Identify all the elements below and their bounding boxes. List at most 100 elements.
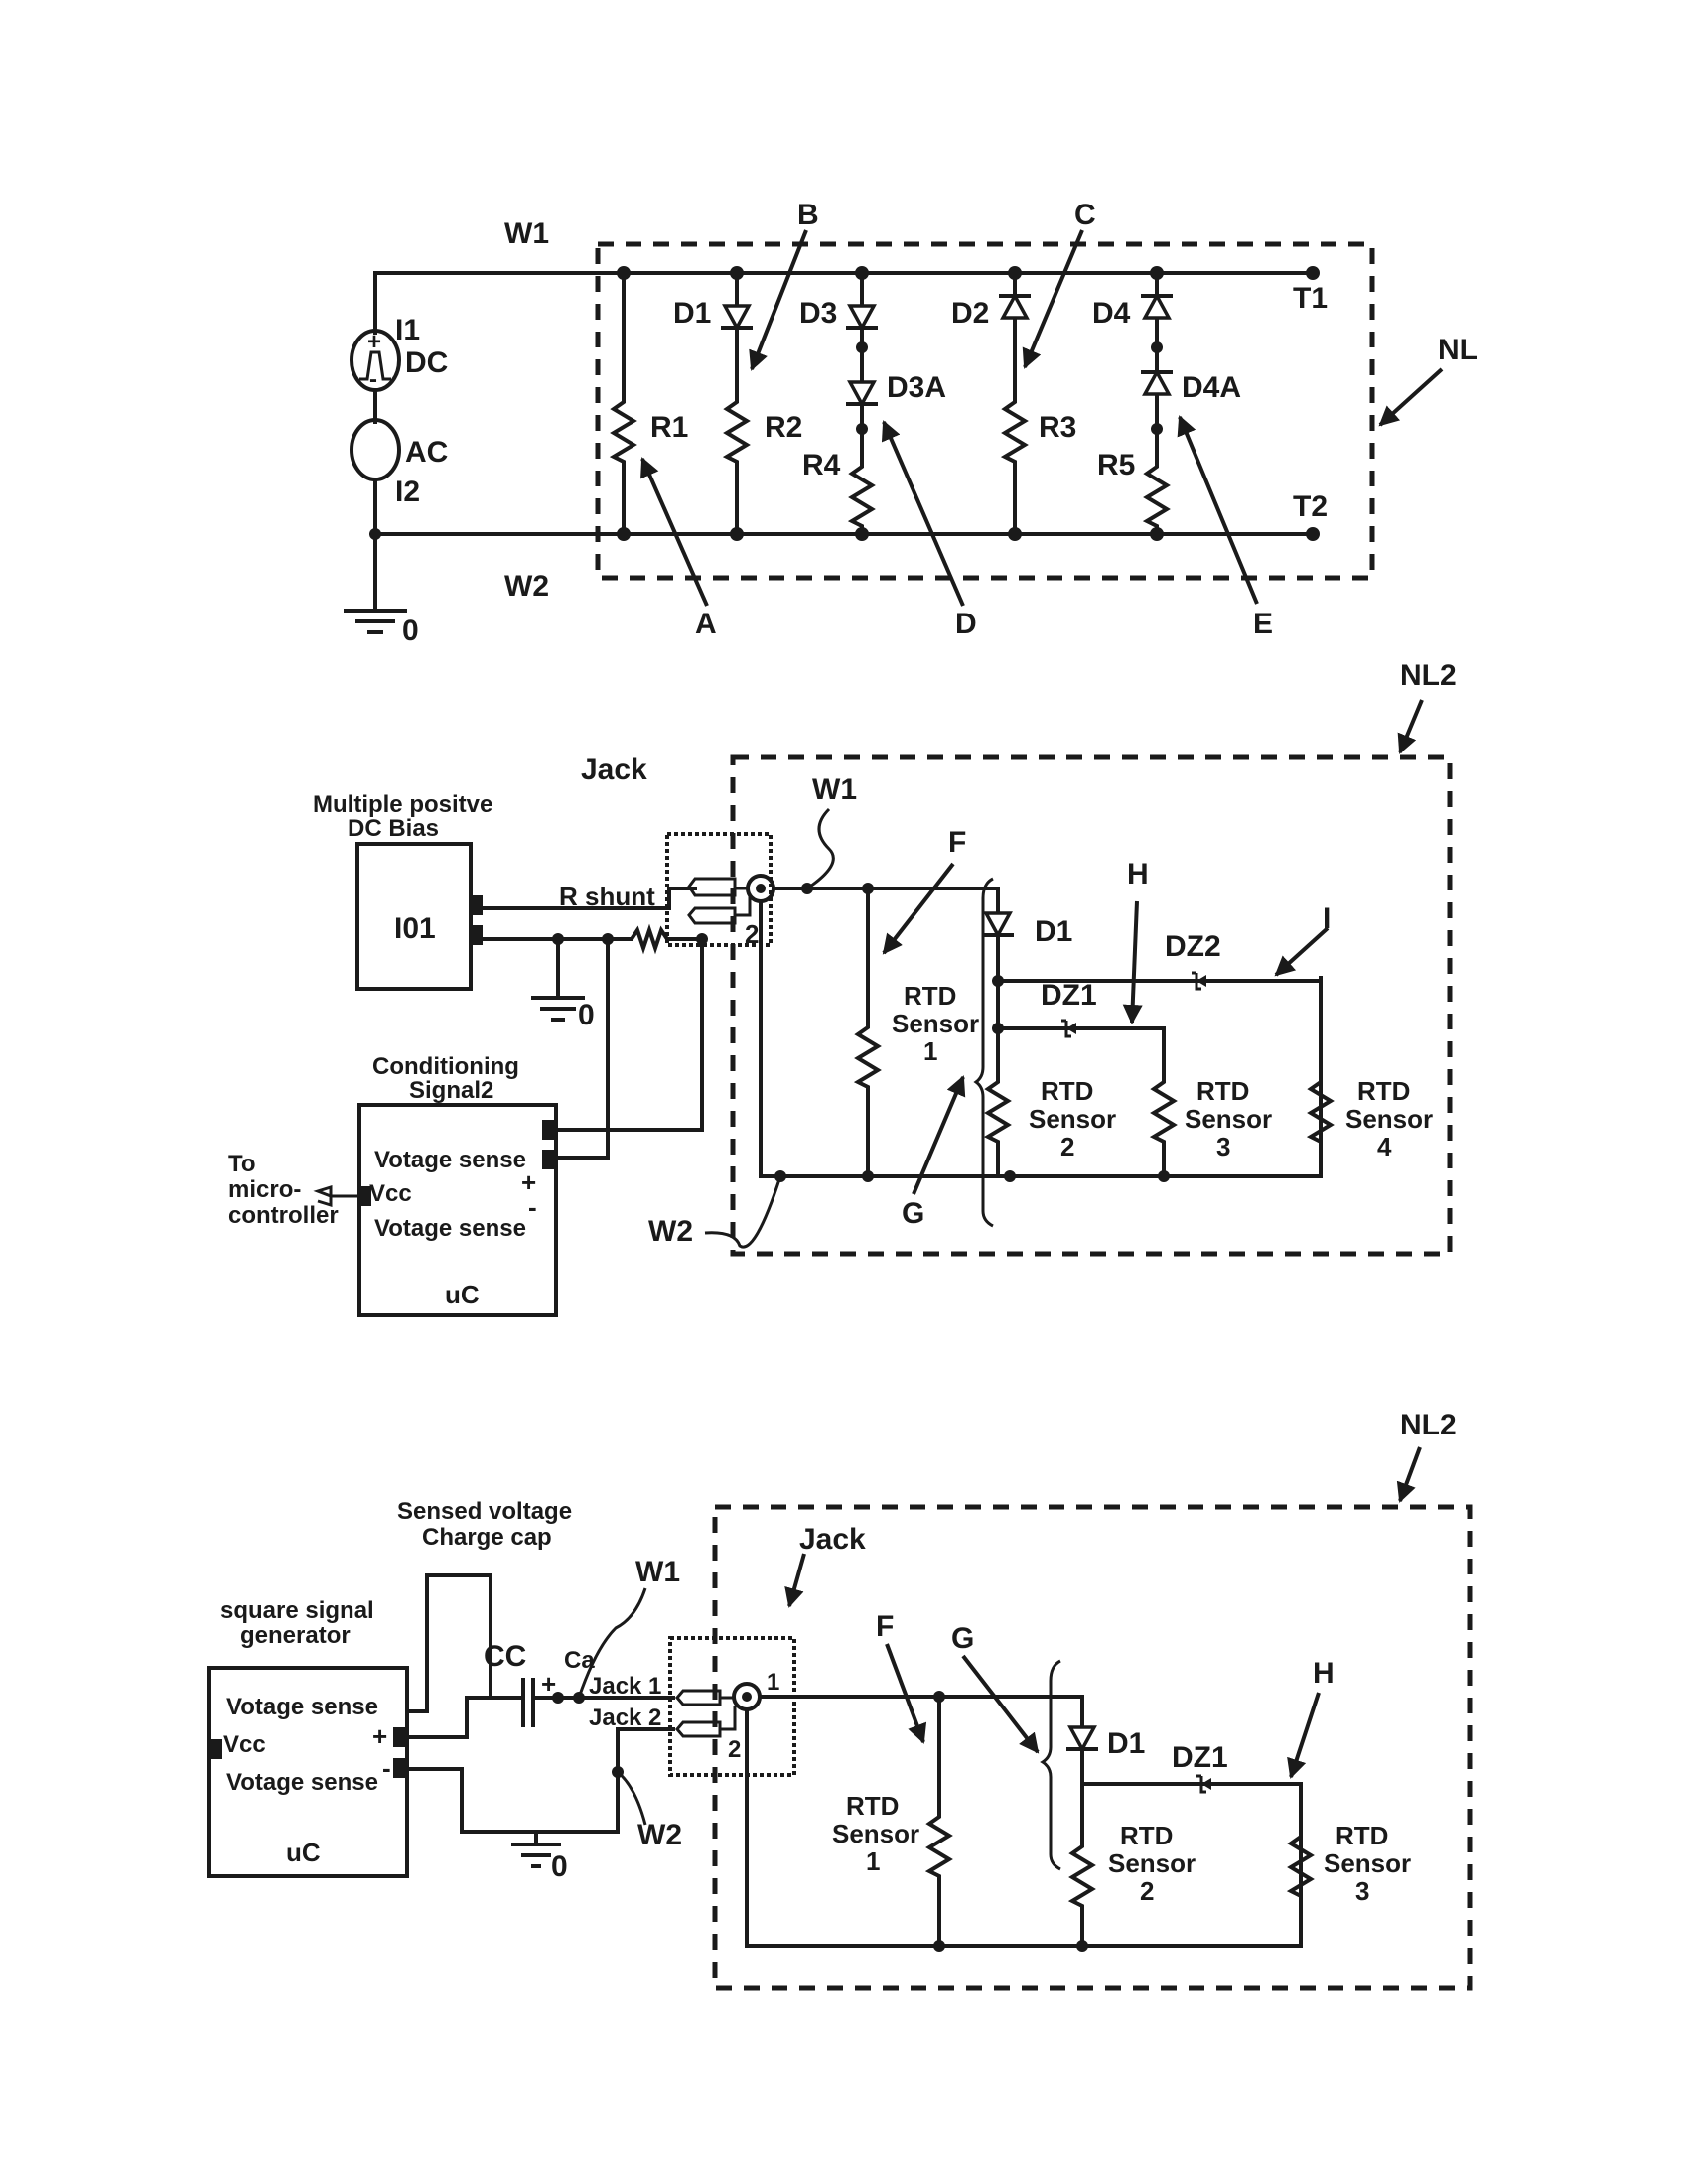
t2-label: T2 bbox=[1293, 490, 1328, 523]
callout-f: F bbox=[876, 1610, 894, 1643]
callout-h: H bbox=[1127, 858, 1149, 890]
figure-2: NL2 Jack Multiple positve DC Bias I01 R … bbox=[228, 659, 1457, 1317]
diagram-label: R1 bbox=[650, 411, 688, 444]
r-shunt-label: R shunt bbox=[559, 882, 655, 911]
diagram-label: RTD bbox=[1336, 1821, 1388, 1850]
diagram-label: RTD bbox=[1041, 1076, 1093, 1106]
callout-e: E bbox=[1253, 608, 1273, 640]
diagram-label: 2 bbox=[1140, 1876, 1154, 1906]
jack-box bbox=[665, 832, 773, 947]
diagram-label: 1 bbox=[767, 1669, 779, 1696]
diagram-label: DZ2 bbox=[1165, 930, 1221, 963]
zener-dz1-icon bbox=[1061, 1019, 1071, 1038]
diode-d1-icon bbox=[1067, 1725, 1097, 1753]
d4-d4a-r5-branch: D4 D4A R5 bbox=[1092, 266, 1241, 541]
sensed-voltage-title: Sensed voltage bbox=[397, 1498, 572, 1525]
diagram-label: 3 bbox=[1355, 1876, 1369, 1906]
diagram-label: Sensor bbox=[1185, 1104, 1272, 1134]
diagram-label: D3 bbox=[799, 297, 837, 330]
diagram-label: Sensor bbox=[1324, 1848, 1411, 1878]
jack-label: Jack bbox=[581, 753, 647, 786]
diagram-label: D1 bbox=[673, 297, 711, 330]
plug-2-icon bbox=[675, 1720, 722, 1738]
diagram-label: RTD bbox=[846, 1791, 899, 1821]
ac-source-icon bbox=[350, 418, 401, 481]
diagram-label: Votage sense bbox=[374, 1215, 526, 1242]
diode-icon bbox=[722, 304, 752, 332]
callout-d: D bbox=[955, 608, 977, 640]
diagram-label: To bbox=[228, 1151, 256, 1177]
r1-branch: R1 bbox=[609, 266, 688, 541]
t1-label: T1 bbox=[1293, 282, 1328, 315]
ac-label: AC bbox=[405, 436, 448, 469]
nl-arrow-icon bbox=[1378, 367, 1444, 427]
jack2-label: Jack 2 bbox=[589, 1705, 661, 1731]
plug-1-icon bbox=[687, 877, 737, 897]
diagram-label: 2 bbox=[728, 1736, 741, 1763]
callout-g: G bbox=[951, 1622, 974, 1655]
jack-box-fig3 bbox=[668, 1636, 796, 1777]
callout-g: G bbox=[902, 1197, 924, 1230]
callout-b-arrow-icon bbox=[749, 229, 808, 371]
callout-a: A bbox=[695, 608, 717, 640]
jack1-label: Jack 1 bbox=[589, 1673, 661, 1700]
diagram-label: DZ1 bbox=[1041, 979, 1097, 1012]
w2-label: W2 bbox=[648, 1215, 693, 1248]
connector-icon bbox=[313, 1184, 357, 1208]
nl2-boundary-box-fig3 bbox=[712, 1504, 1473, 1991]
diagram-label: D1 bbox=[1107, 1727, 1145, 1760]
diagram-label: RTD bbox=[1120, 1821, 1173, 1850]
callout-h: H bbox=[1313, 1657, 1335, 1690]
zener-dz1-icon bbox=[1196, 1774, 1206, 1794]
diagram-label: + bbox=[372, 1721, 387, 1751]
diagram-label: micro- bbox=[228, 1176, 301, 1203]
diagram-label: 1 bbox=[923, 1036, 937, 1066]
diagram-label: Sensor bbox=[1345, 1104, 1433, 1134]
bias-title: Multiple positve bbox=[313, 791, 492, 818]
diagram-label: Votage sense bbox=[226, 1694, 378, 1720]
diagram-label: D3A bbox=[887, 371, 946, 404]
callout-a-arrow-icon bbox=[640, 457, 709, 607]
w1-label: W1 bbox=[812, 773, 857, 806]
ground-icon bbox=[511, 1830, 561, 1868]
figure-1: + - 0 I1 DC AC I2 W1 W2 R1 D1 bbox=[344, 199, 1477, 647]
diagram-label: 0 bbox=[578, 999, 595, 1031]
diagram-label: Sensor bbox=[892, 1009, 979, 1038]
diagram-label: DZ1 bbox=[1172, 1741, 1228, 1774]
diagram-label: 2 bbox=[1060, 1132, 1074, 1161]
diagram-label: Vcc bbox=[223, 1731, 266, 1758]
dc-bias-source-box bbox=[355, 842, 473, 991]
ground-icon bbox=[344, 609, 407, 634]
diagram-label: 4 bbox=[1377, 1132, 1392, 1161]
diagram-label: R2 bbox=[765, 411, 802, 444]
d1-r2-branch: D1 R2 bbox=[673, 266, 802, 541]
i2-label: I2 bbox=[395, 476, 420, 508]
diagram-label: controller bbox=[228, 1202, 339, 1229]
diagram-label: Sensor bbox=[1108, 1848, 1196, 1878]
diagram-label: RTD bbox=[904, 981, 956, 1011]
conditioning-subtitle: Signal2 bbox=[409, 1077, 493, 1104]
callout-c: C bbox=[1074, 199, 1096, 231]
diagram-label: Sensor bbox=[832, 1819, 919, 1848]
callout-b: B bbox=[797, 199, 819, 231]
w1-label: W1 bbox=[635, 1556, 680, 1588]
ground-label: 0 bbox=[402, 614, 419, 647]
diagram-label: 1 bbox=[866, 1846, 880, 1876]
diagram-label: Sensor bbox=[1029, 1104, 1116, 1134]
cap-label: CC bbox=[484, 1640, 526, 1673]
diagram-label: uC bbox=[286, 1838, 321, 1867]
diagram-label: D2 bbox=[951, 297, 989, 330]
i1-label: I1 bbox=[395, 314, 420, 346]
diagram-label: D1 bbox=[1035, 915, 1072, 948]
r-shunt-icon bbox=[481, 923, 697, 955]
dc-source-icon: + - bbox=[350, 329, 401, 393]
plug-2-icon bbox=[687, 906, 737, 925]
nl2-boundary-box bbox=[730, 754, 1453, 1257]
dc-label: DC bbox=[405, 346, 448, 379]
diagram-label: D4 bbox=[1092, 297, 1131, 330]
diagram-label: + bbox=[521, 1167, 536, 1197]
rtd-sensor-1-icon bbox=[924, 1695, 953, 1948]
diagram-label: R4 bbox=[802, 449, 841, 481]
diagram-label: RTD bbox=[1196, 1076, 1249, 1106]
